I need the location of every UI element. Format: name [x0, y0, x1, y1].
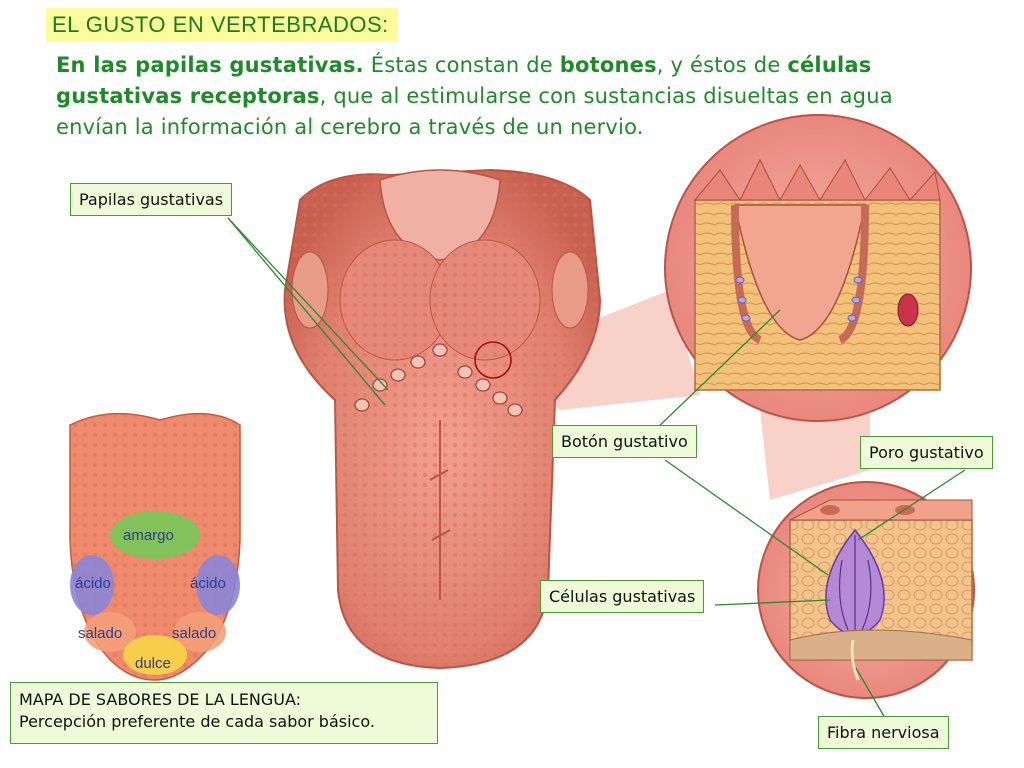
- intro-paragraph: En las papilas gustativas. Éstas constan…: [56, 50, 956, 143]
- page-title: EL GUSTO EN VERTEBRADOS:: [46, 8, 397, 42]
- label-fibra-nerviosa: Fibra nerviosa: [818, 716, 949, 749]
- taste-map-caption: MAPA DE SABORES DE LA LENGUA: Percepción…: [10, 682, 438, 744]
- taste-label-dulce: dulce: [135, 655, 171, 672]
- intro-bold-3: células gustativas receptoras: [56, 53, 872, 108]
- taste-label-salado-right: salado: [172, 625, 216, 642]
- taste-label-acido-left: ácido: [75, 575, 111, 592]
- bud-zoom-circle: [757, 481, 975, 699]
- taste-label-amargo: amargo: [123, 527, 174, 544]
- caption-line-1: MAPA DE SABORES DE LA LENGUA:: [19, 690, 302, 709]
- intro-bold-2: botones: [559, 53, 657, 77]
- taste-zone-salado-right: [174, 612, 226, 652]
- zoom-marker-circle: [474, 341, 512, 379]
- taste-zone-dulce: [123, 635, 187, 675]
- leader-lines: [227, 217, 966, 719]
- intro-bold-1: En las papilas gustativas.: [56, 53, 364, 77]
- taste-zone-acido-left: [70, 555, 114, 615]
- tongue-illustration: [283, 168, 602, 670]
- intro-text-3: , que al estimularse con sustancias disu…: [56, 84, 893, 139]
- label-papilas-gustativas: Papilas gustativas: [70, 183, 233, 216]
- taste-label-salado-left: salado: [78, 625, 122, 642]
- intro-text-2: , y éstos de: [656, 53, 788, 77]
- taste-map-tongue: amargo ácido ácido salado salado dulce: [69, 412, 241, 681]
- label-poro-gustativo: Poro gustativo: [860, 436, 993, 469]
- label-boton-gustativo: Botón gustativo: [552, 425, 697, 458]
- taste-zone-amargo: [110, 511, 200, 559]
- taste-label-acido-right: ácido: [190, 575, 226, 592]
- taste-zone-acido-right: [196, 555, 240, 615]
- taste-zone-salado-left: [84, 612, 136, 652]
- caption-line-2: Percepción preferente de cada sabor bási…: [19, 712, 375, 731]
- papilla-zoom-circle: [664, 114, 972, 422]
- label-celulas-gustativas: Células gustativas: [540, 580, 705, 613]
- intro-text-1: Éstas constan de: [363, 53, 560, 77]
